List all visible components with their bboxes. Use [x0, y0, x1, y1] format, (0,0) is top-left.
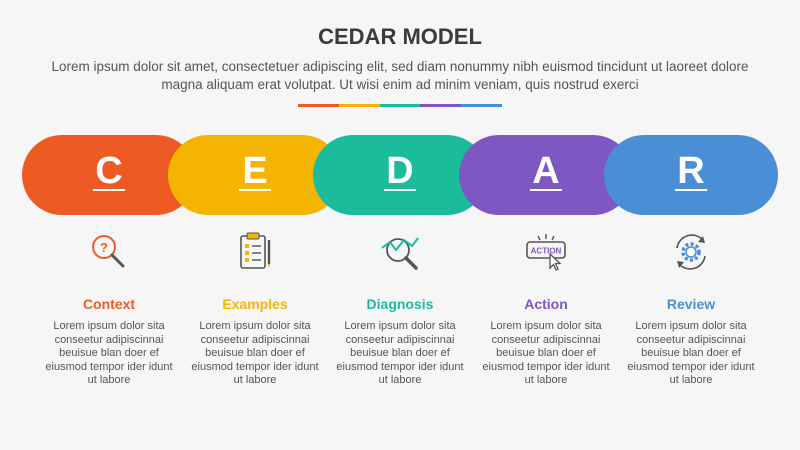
step-label: Review [666, 296, 716, 312]
step-label: Diagnosis [366, 296, 434, 312]
step-action: ACTION Action Lorem ipsum dolor sita con… [476, 230, 616, 388]
step-description: Lorem ipsum dolor sita conseetur adipisc… [191, 320, 319, 386]
letter-underline [239, 189, 271, 191]
pill-letter: C [95, 149, 123, 192]
pill-letter: E [242, 149, 268, 192]
divider-segment-5 [461, 104, 502, 107]
action-icon-text: ACTION [531, 247, 562, 256]
step-label: Action [524, 296, 568, 312]
step-label: Examples [222, 296, 288, 312]
letter-underline [530, 189, 562, 191]
pill-review: R [604, 135, 778, 215]
page-title: CEDAR MODEL [318, 24, 482, 49]
divider-segment-2 [338, 104, 380, 107]
step-review: Review Lorem ipsum dolor sita conseetur … [621, 230, 761, 388]
clipboard-checklist-icon [240, 232, 271, 269]
letter-underline [384, 189, 416, 191]
step-examples: Examples Lorem ipsum dolor sita conseetu… [185, 230, 325, 388]
gear-cycle-icon [676, 234, 706, 270]
pill-letter: D [386, 149, 414, 192]
magnifier-question-icon: ? [92, 235, 125, 268]
pill-letter: A [532, 149, 560, 192]
color-divider [298, 104, 502, 107]
step-description: Lorem ipsum dolor sita conseetur adipisc… [627, 320, 755, 386]
svg-text:?: ? [100, 240, 108, 255]
step-description: Lorem ipsum dolor sita conseetur adipisc… [482, 320, 610, 386]
magnifier-chart-icon [381, 237, 419, 270]
pill-letter: R [677, 149, 705, 192]
divider-segment-4 [420, 104, 462, 107]
pill-diagnosis: D [313, 135, 487, 215]
step-label: Context [82, 296, 136, 312]
letter-underline [93, 189, 125, 191]
action-button-icon: ACTION [526, 234, 566, 271]
pill-context: C [22, 135, 196, 215]
page-subtitle: Lorem ipsum dolor sit amet, consectetuer… [51, 59, 749, 92]
divider-segment-3 [379, 104, 421, 107]
letter-underline [675, 189, 707, 191]
step-description: Lorem ipsum dolor sita conseetur adipisc… [336, 320, 464, 386]
step-description: Lorem ipsum dolor sita conseetur adipisc… [45, 320, 173, 386]
step-context: ? Context Lorem ipsum dolor sita conseet… [39, 230, 179, 388]
step-diagnosis: Diagnosis Lorem ipsum dolor sita conseet… [330, 230, 470, 388]
divider-segment-1 [298, 104, 339, 107]
